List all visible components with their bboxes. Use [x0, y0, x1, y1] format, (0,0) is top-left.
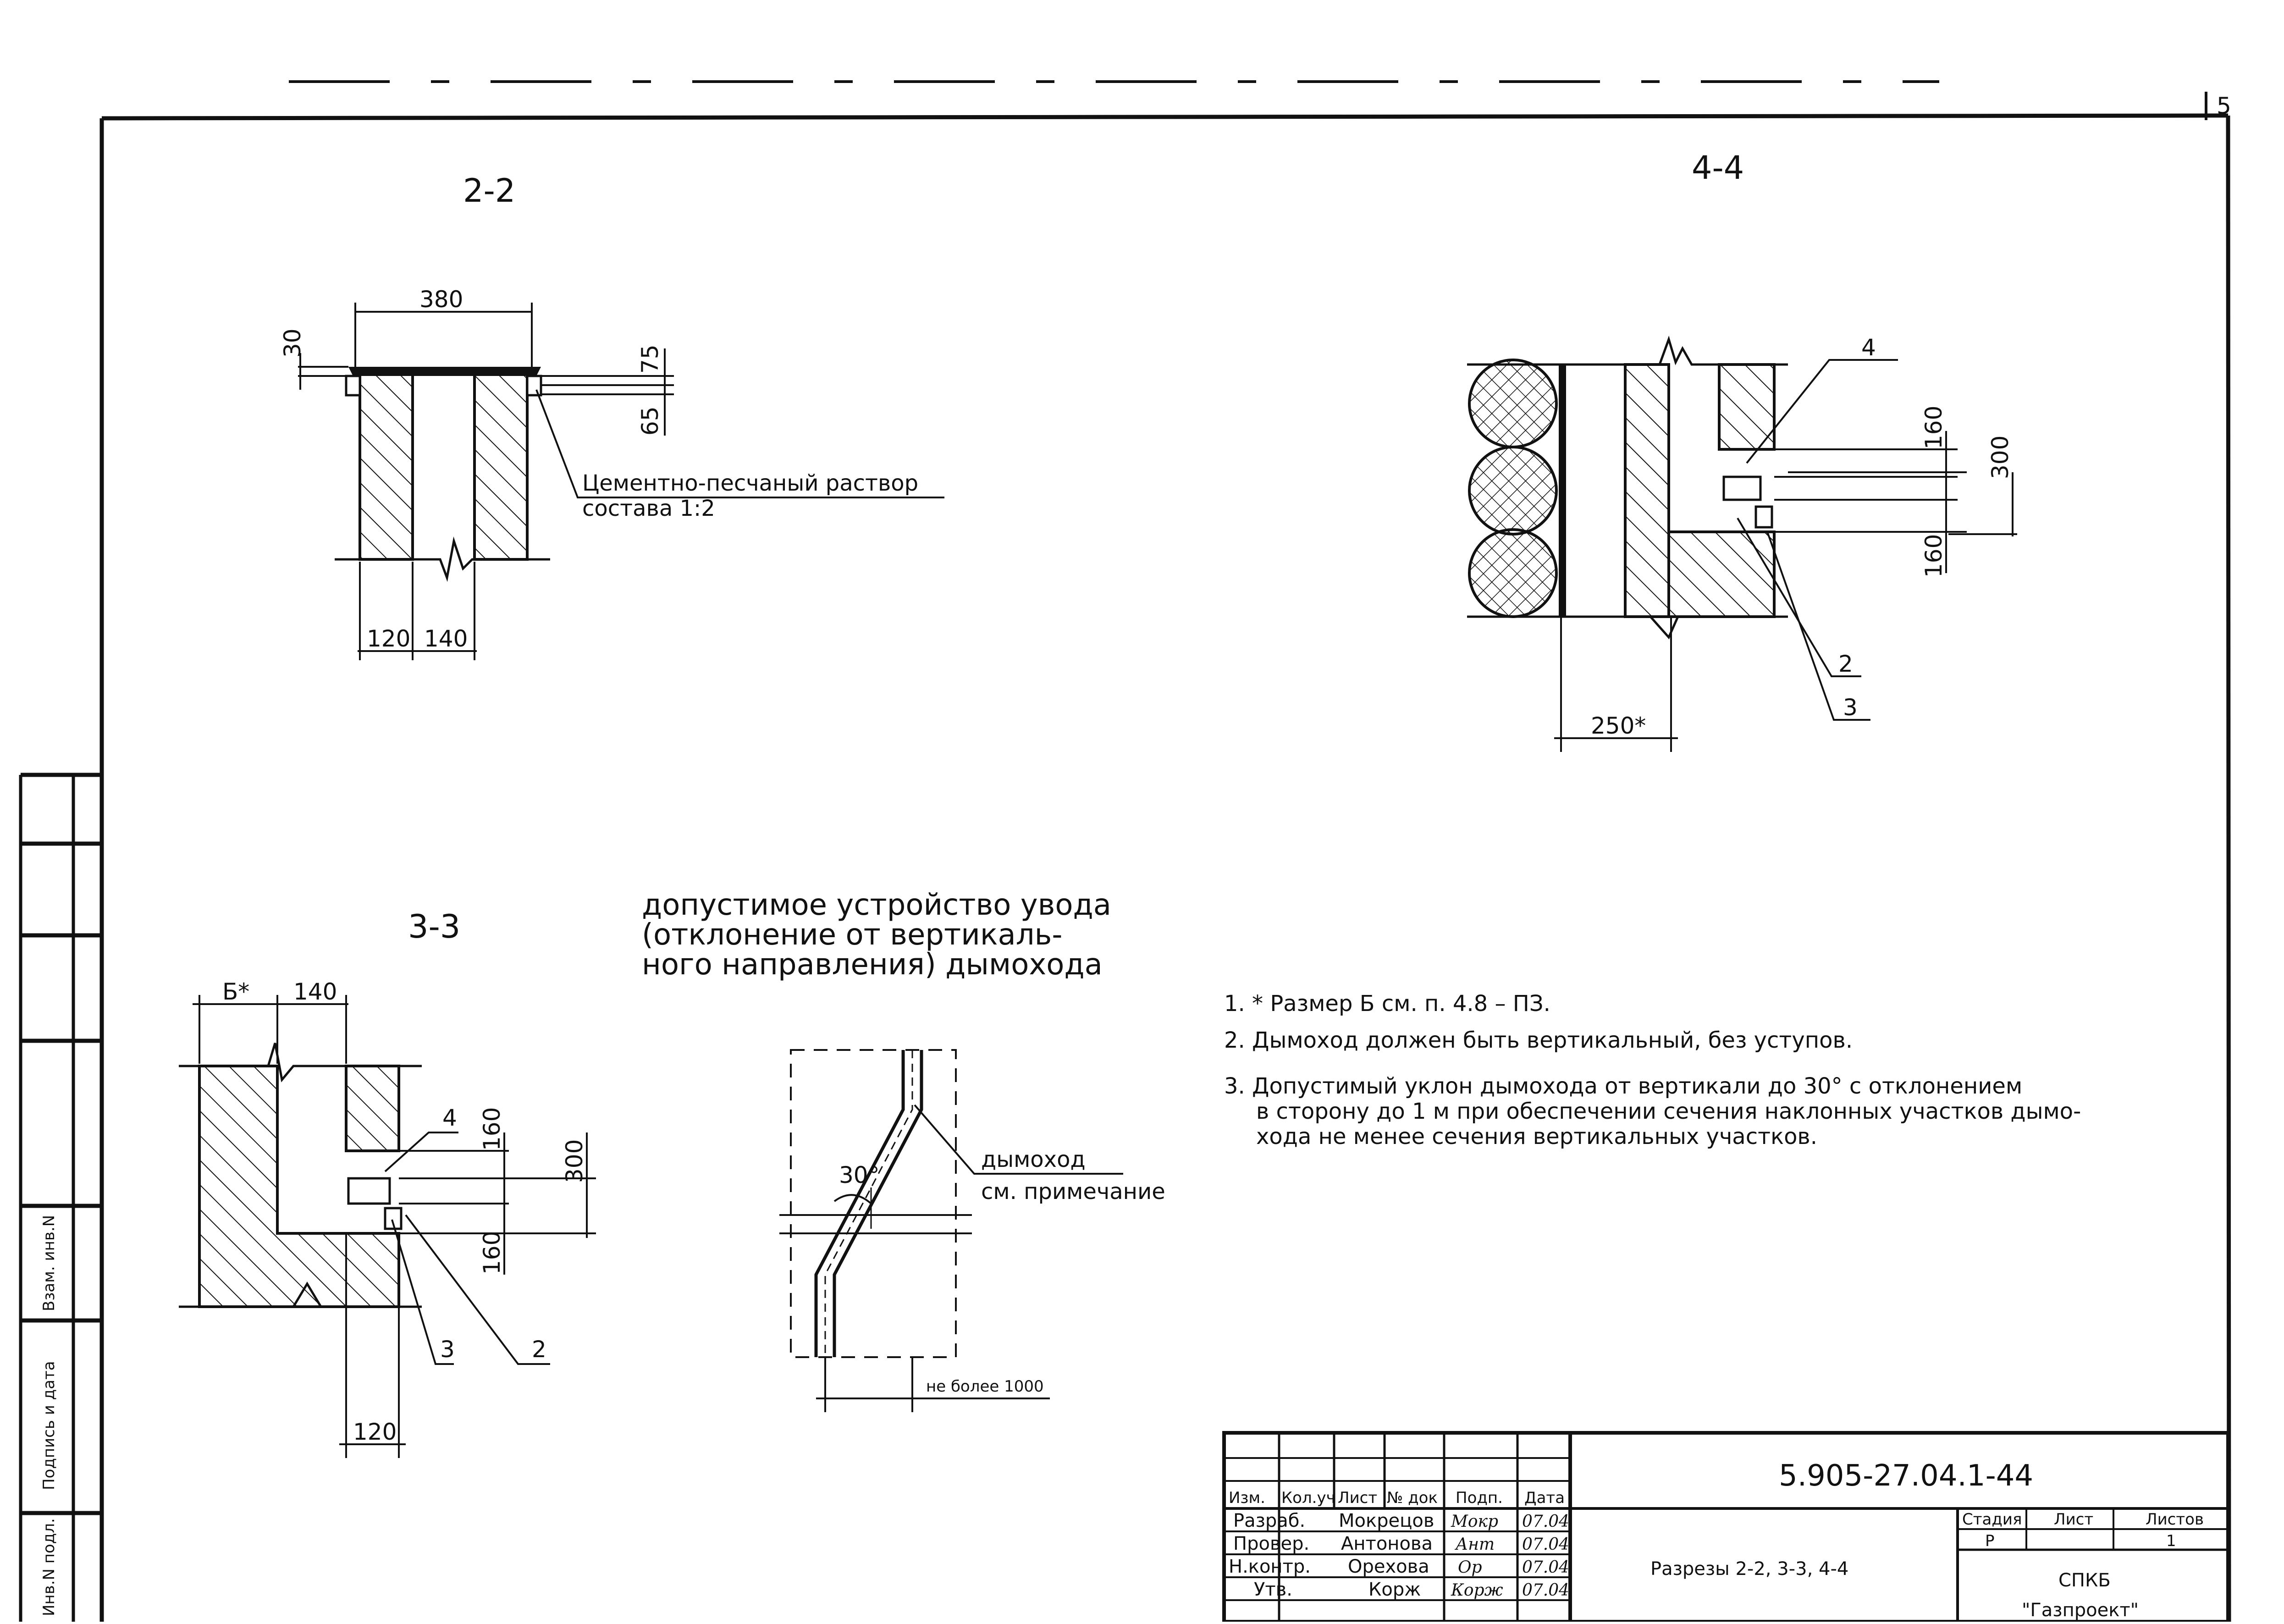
tb-head-data: Дата: [1524, 1489, 1565, 1507]
section-3-3: 3-3 Б* 140 4 3 2 160 300 160: [179, 908, 596, 1458]
page-number: 5: [2217, 93, 2231, 119]
tb-date-0: 07.04: [1522, 1512, 1569, 1531]
note-3-line1: 3. Допустимый уклон дымохода от вертикал…: [1224, 1073, 2022, 1099]
tb-date-1: 07.04: [1522, 1535, 1569, 1554]
section-2-2: 2-2 380 30 75 65 Цементно-песчаный раств…: [279, 172, 944, 660]
tb-role-1: Провер.: [1233, 1533, 1309, 1554]
tb-role-0: Разраб.: [1233, 1510, 1305, 1531]
label-3-3-item2: 2: [532, 1336, 546, 1363]
dim-75: 75: [637, 344, 663, 374]
dim-3-3-300: 300: [561, 1139, 588, 1183]
mortar-callout-line1: Цементно-песчаный раствор: [582, 470, 918, 496]
notes-block: 1. * Размер Б см. п. 4.8 – ПЗ. 2. Дымохо…: [1224, 991, 2081, 1149]
tb-sign-1: Ант: [1454, 1535, 1495, 1554]
label-3-3-item3: 3: [440, 1336, 455, 1363]
dim-4-4-250: 250*: [1591, 713, 1646, 739]
left-margin-strip: Взам. инв.N Подпись и дата Инв.N подл.: [19, 773, 102, 1622]
dim-120: 120: [367, 625, 410, 652]
doc-code: 5.905-27.04.1-44: [1779, 1459, 2033, 1493]
note-2: 2. Дымоход должен быть вертикальный, без…: [1224, 1027, 1853, 1053]
section-3-3-title: 3-3: [408, 908, 460, 945]
offset-angle: 30°: [839, 1162, 880, 1188]
tb-stage-label: Стадия: [1962, 1510, 2022, 1529]
label-4-4-item4: 4: [1861, 334, 1876, 361]
note-3-line3: хода не менее сечения вертикальных участ…: [1256, 1124, 1817, 1149]
dim-380: 380: [419, 286, 463, 313]
tb-head-podp: Подп.: [1456, 1489, 1503, 1507]
label-4-4-item2: 2: [1838, 651, 1853, 677]
tb-name-0: Мокрецов: [1339, 1510, 1434, 1531]
dim-3-3-140: 140: [293, 978, 337, 1005]
tb-sheet-label: Лист: [2054, 1510, 2093, 1529]
offset-bottom-dim: не более 1000: [926, 1377, 1044, 1396]
tb-role-2: Н.контр.: [1229, 1556, 1311, 1577]
tb-sheets-label: Листов: [2146, 1510, 2204, 1529]
offset-title-line2: (отклонение от вертикаль-: [642, 918, 1062, 952]
sheet-frame: 5: [99, 92, 2231, 1622]
tb-date-3: 07.04: [1522, 1581, 1569, 1600]
dim-4-4-160-bottom: 160: [1920, 534, 1947, 578]
section-4-4: 4-4 4 2 3 160 300 160: [1467, 149, 2017, 752]
tb-name-2: Орехова: [1348, 1556, 1429, 1577]
tb-head-kolvo: Кол.уч: [1281, 1489, 1335, 1507]
tb-date-2: 07.04: [1522, 1558, 1569, 1577]
offset-callout-line1: дымоход: [981, 1147, 1086, 1172]
sheet-title: Разрезы 2-2, 3-3, 4-4: [1650, 1558, 1848, 1580]
dim-3-3-120: 120: [353, 1419, 397, 1445]
tb-head-ndok: № док: [1387, 1489, 1438, 1507]
title-block: Изм. Кол.уч Лист № док Подп. Дата Разраб…: [1222, 1431, 2230, 1624]
offset-title-line3: ного направления) дымохода: [642, 948, 1103, 982]
dim-4-4-300: 300: [1987, 436, 2014, 479]
dim-30: 30: [279, 328, 306, 358]
tb-role-3: Утв.: [1254, 1579, 1292, 1600]
note-3-line2: в сторону до 1 м при обеспечении сечения…: [1256, 1099, 2081, 1124]
margin-podpis-label: Подпись и дата: [40, 1361, 58, 1490]
tb-sign-3: Корж: [1451, 1581, 1503, 1600]
section-2-2-title: 2-2: [463, 172, 515, 210]
dim-3-3-160-bottom: 160: [479, 1231, 505, 1275]
mortar-callout-line2: состава 1:2: [582, 496, 715, 521]
org-line2: "Газпроект": [2022, 1600, 2139, 1621]
section-4-4-title: 4-4: [1692, 149, 1744, 187]
tb-head-izm: Изм.: [1229, 1489, 1265, 1507]
dim-140: 140: [424, 625, 468, 652]
tb-sign-2: Ор: [1458, 1558, 1482, 1577]
org-line1: СПКБ: [2058, 1570, 2111, 1591]
dim-4-4-160-top: 160: [1920, 406, 1947, 449]
label-3-3-item4: 4: [442, 1105, 457, 1131]
tb-stage-value: Р: [1985, 1532, 1995, 1550]
dim-3-3-160-top: 160: [479, 1107, 505, 1151]
margin-inv-label: Инв.N подл.: [40, 1518, 58, 1616]
tb-sign-0: Мокр: [1451, 1512, 1498, 1531]
offset-title-line1: допустимое устройство увода: [642, 888, 1111, 922]
tb-name-1: Антонова: [1341, 1533, 1433, 1554]
tb-head-list: Лист: [1338, 1489, 1377, 1507]
note-1: 1. * Размер Б см. п. 4.8 – ПЗ.: [1224, 991, 1550, 1016]
margin-vzam-label: Взам. инв.N: [40, 1215, 58, 1311]
offset-callout-line2: см. примечание: [981, 1179, 1165, 1204]
offset-diagram: допустимое устройство увода (отклонение …: [642, 888, 1165, 1412]
dim-3-3-b: Б*: [222, 978, 249, 1005]
dim-65: 65: [637, 406, 663, 436]
label-4-4-item3: 3: [1843, 694, 1858, 721]
tb-name-3: Корж: [1368, 1579, 1421, 1600]
tb-sheets-value: 1: [2166, 1532, 2176, 1550]
